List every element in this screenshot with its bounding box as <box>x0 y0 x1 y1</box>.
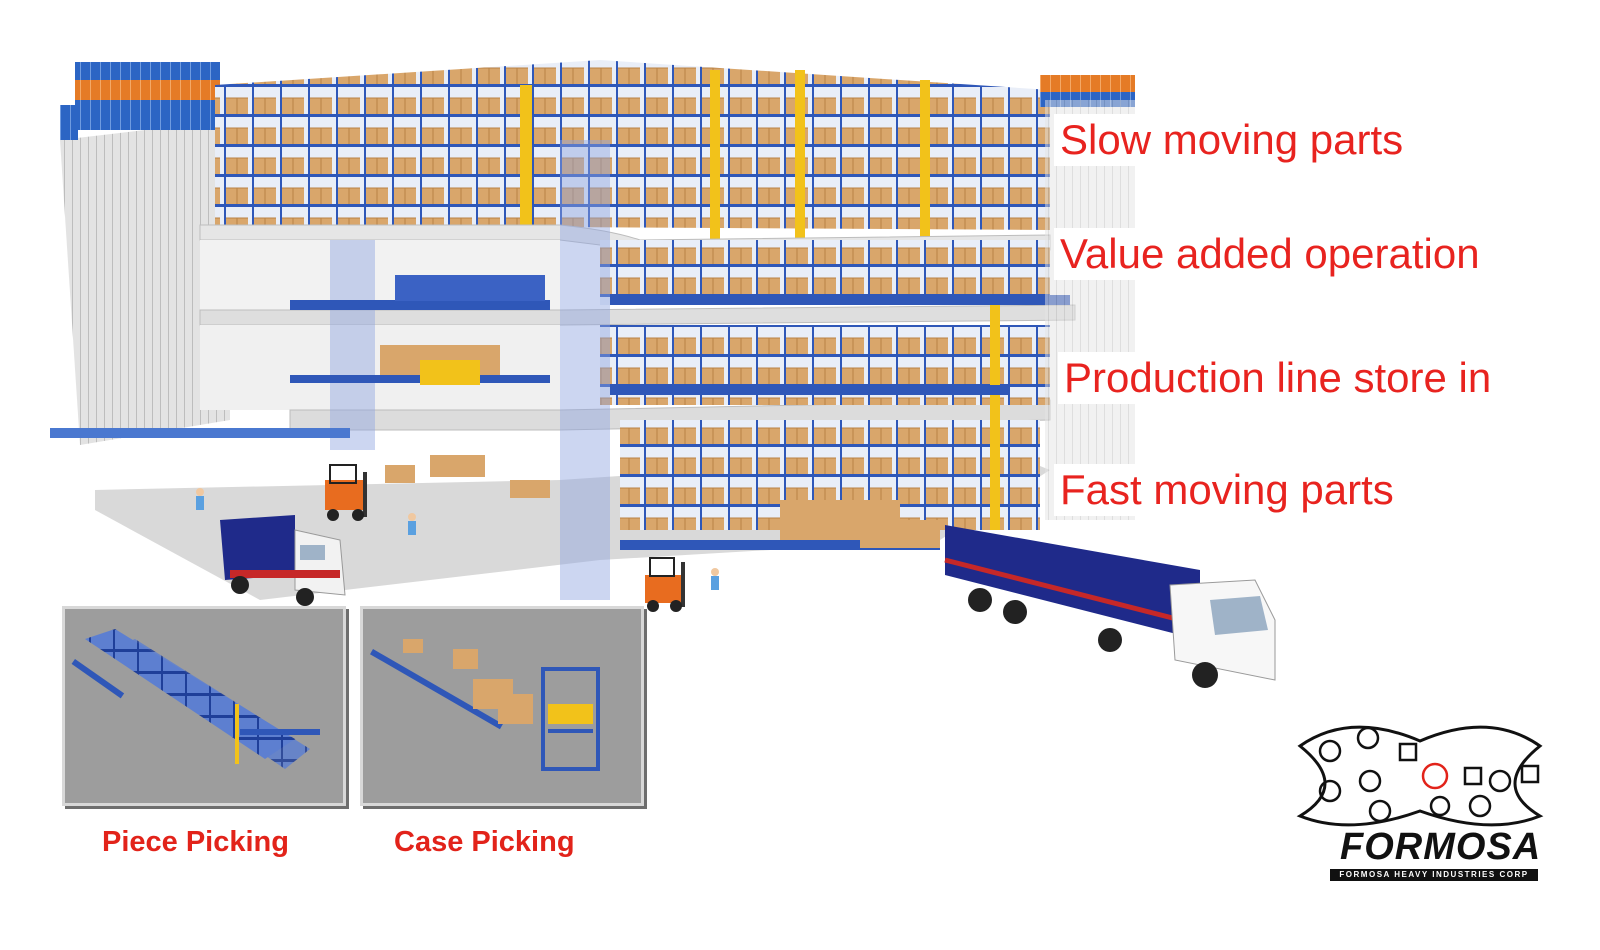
label-value-added-operation: Value added operation <box>1054 228 1486 280</box>
formosa-tagline: FORMOSA HEAVY INDUSTRIES CORP <box>1330 869 1538 881</box>
piece-picking-illustration <box>65 609 343 803</box>
conveyors <box>50 275 1070 550</box>
label-production-line-store-in: Production line store in <box>1058 352 1498 404</box>
case-picking-caption: Case Picking <box>394 826 575 858</box>
piece-picking-inset <box>62 606 346 806</box>
label-slow-moving-parts: Slow moving parts <box>1054 114 1410 166</box>
left-facade <box>60 62 230 445</box>
label-fast-moving-parts: Fast moving parts <box>1054 464 1400 516</box>
forklift-icon <box>325 464 367 521</box>
piece-picking-caption: Piece Picking <box>102 826 289 858</box>
truck-icon <box>220 515 346 606</box>
upper-rack <box>215 60 1135 300</box>
forklift-icon <box>645 557 685 612</box>
worker-icon <box>196 488 719 590</box>
case-picking-inset <box>360 606 644 806</box>
trailer-truck-icon <box>944 525 1276 688</box>
case-picking-illustration <box>363 609 641 803</box>
ground-boxes <box>385 455 940 548</box>
formosa-emblem-icon <box>1296 725 1544 827</box>
formosa-logo <box>1290 706 1550 886</box>
formosa-wordmark: FORMOSA <box>1340 826 1542 868</box>
